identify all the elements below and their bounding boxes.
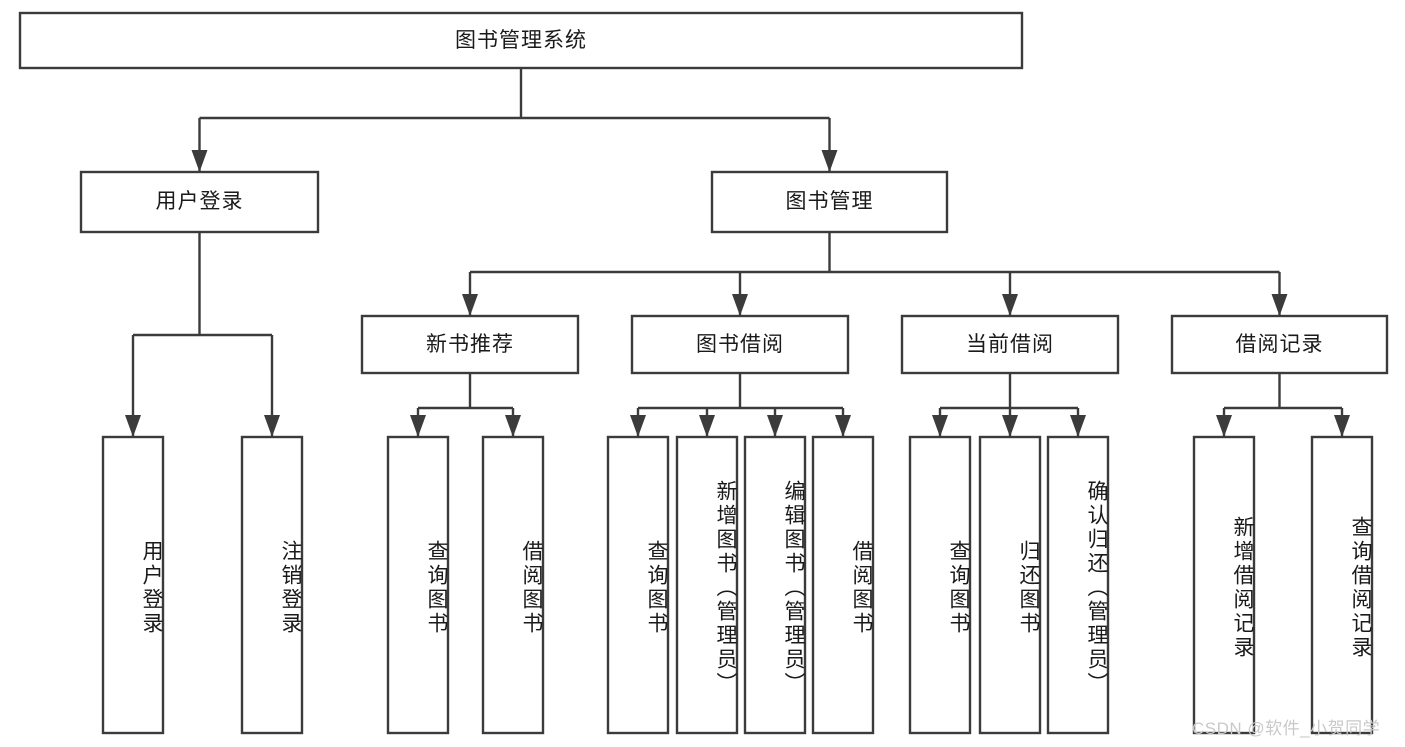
node-box-user-login[interactable] — [79, 170, 320, 234]
node-box-leaf-query-book-recommend[interactable] — [386, 435, 450, 735]
node-box-book-management[interactable] — [710, 170, 949, 234]
new-book-recommend-to-leaves-arrow-1 — [505, 415, 521, 437]
node-box-leaf-add-borrow-record[interactable] — [1192, 435, 1256, 735]
node-box-leaf-edit-book-admin[interactable] — [743, 435, 807, 735]
node-box-leaf-logout-login[interactable] — [240, 435, 304, 735]
new-book-recommend-to-leaves-arrow-0 — [410, 415, 426, 437]
connectors-layer — [125, 68, 1350, 437]
current-borrow-to-leaves-arrow-0 — [932, 415, 948, 437]
node-box-leaf-return-book[interactable] — [978, 435, 1042, 735]
boxes-layer — [18, 11, 1389, 735]
node-box-leaf-query-book-borrow[interactable] — [606, 435, 670, 735]
bookmgmt-to-level2-arrow-0 — [462, 294, 478, 316]
node-box-leaf-user-login[interactable] — [101, 435, 165, 735]
book-borrow-to-leaves-arrow-0 — [630, 415, 646, 437]
book-borrow-to-leaves-arrow-1 — [699, 415, 715, 437]
bookmgmt-to-level2-arrow-1 — [732, 294, 748, 316]
node-box-leaf-add-book-admin[interactable] — [675, 435, 739, 735]
current-borrow-to-leaves-arrow-1 — [1002, 415, 1018, 437]
node-box-root[interactable] — [18, 11, 1024, 70]
node-box-leaf-borrow-book[interactable] — [811, 435, 875, 735]
userlogin-to-leaves-arrow-0 — [125, 415, 141, 437]
borrow-record-to-leaves-arrow-1 — [1334, 415, 1350, 437]
csdn-watermark: CSDN @软件_小贺同学 — [1192, 719, 1381, 738]
node-box-new-book-recommend[interactable] — [360, 314, 580, 375]
bookmgmt-to-level2-arrow-2 — [1002, 294, 1018, 316]
book-borrow-to-leaves-arrow-3 — [835, 415, 851, 437]
node-box-leaf-borrow-book-recommend[interactable] — [481, 435, 545, 735]
bookmgmt-to-level2-arrow-3 — [1271, 294, 1288, 316]
node-box-leaf-confirm-return-admin[interactable] — [1046, 435, 1110, 735]
node-box-borrow-record[interactable] — [1170, 314, 1389, 375]
node-box-leaf-query-book-current[interactable] — [908, 435, 972, 735]
current-borrow-to-leaves-arrow-2 — [1070, 415, 1086, 437]
root-to-level1-arrow-0 — [191, 150, 208, 172]
node-box-current-borrow[interactable] — [900, 314, 1120, 375]
node-box-book-borrow[interactable] — [630, 314, 850, 375]
root-to-level1-arrow-1 — [821, 150, 838, 172]
book-borrow-to-leaves-arrow-2 — [767, 415, 783, 437]
borrow-record-to-leaves-arrow-0 — [1216, 415, 1232, 437]
node-box-leaf-query-borrow-record[interactable] — [1310, 435, 1374, 735]
userlogin-to-leaves-arrow-1 — [264, 415, 280, 437]
